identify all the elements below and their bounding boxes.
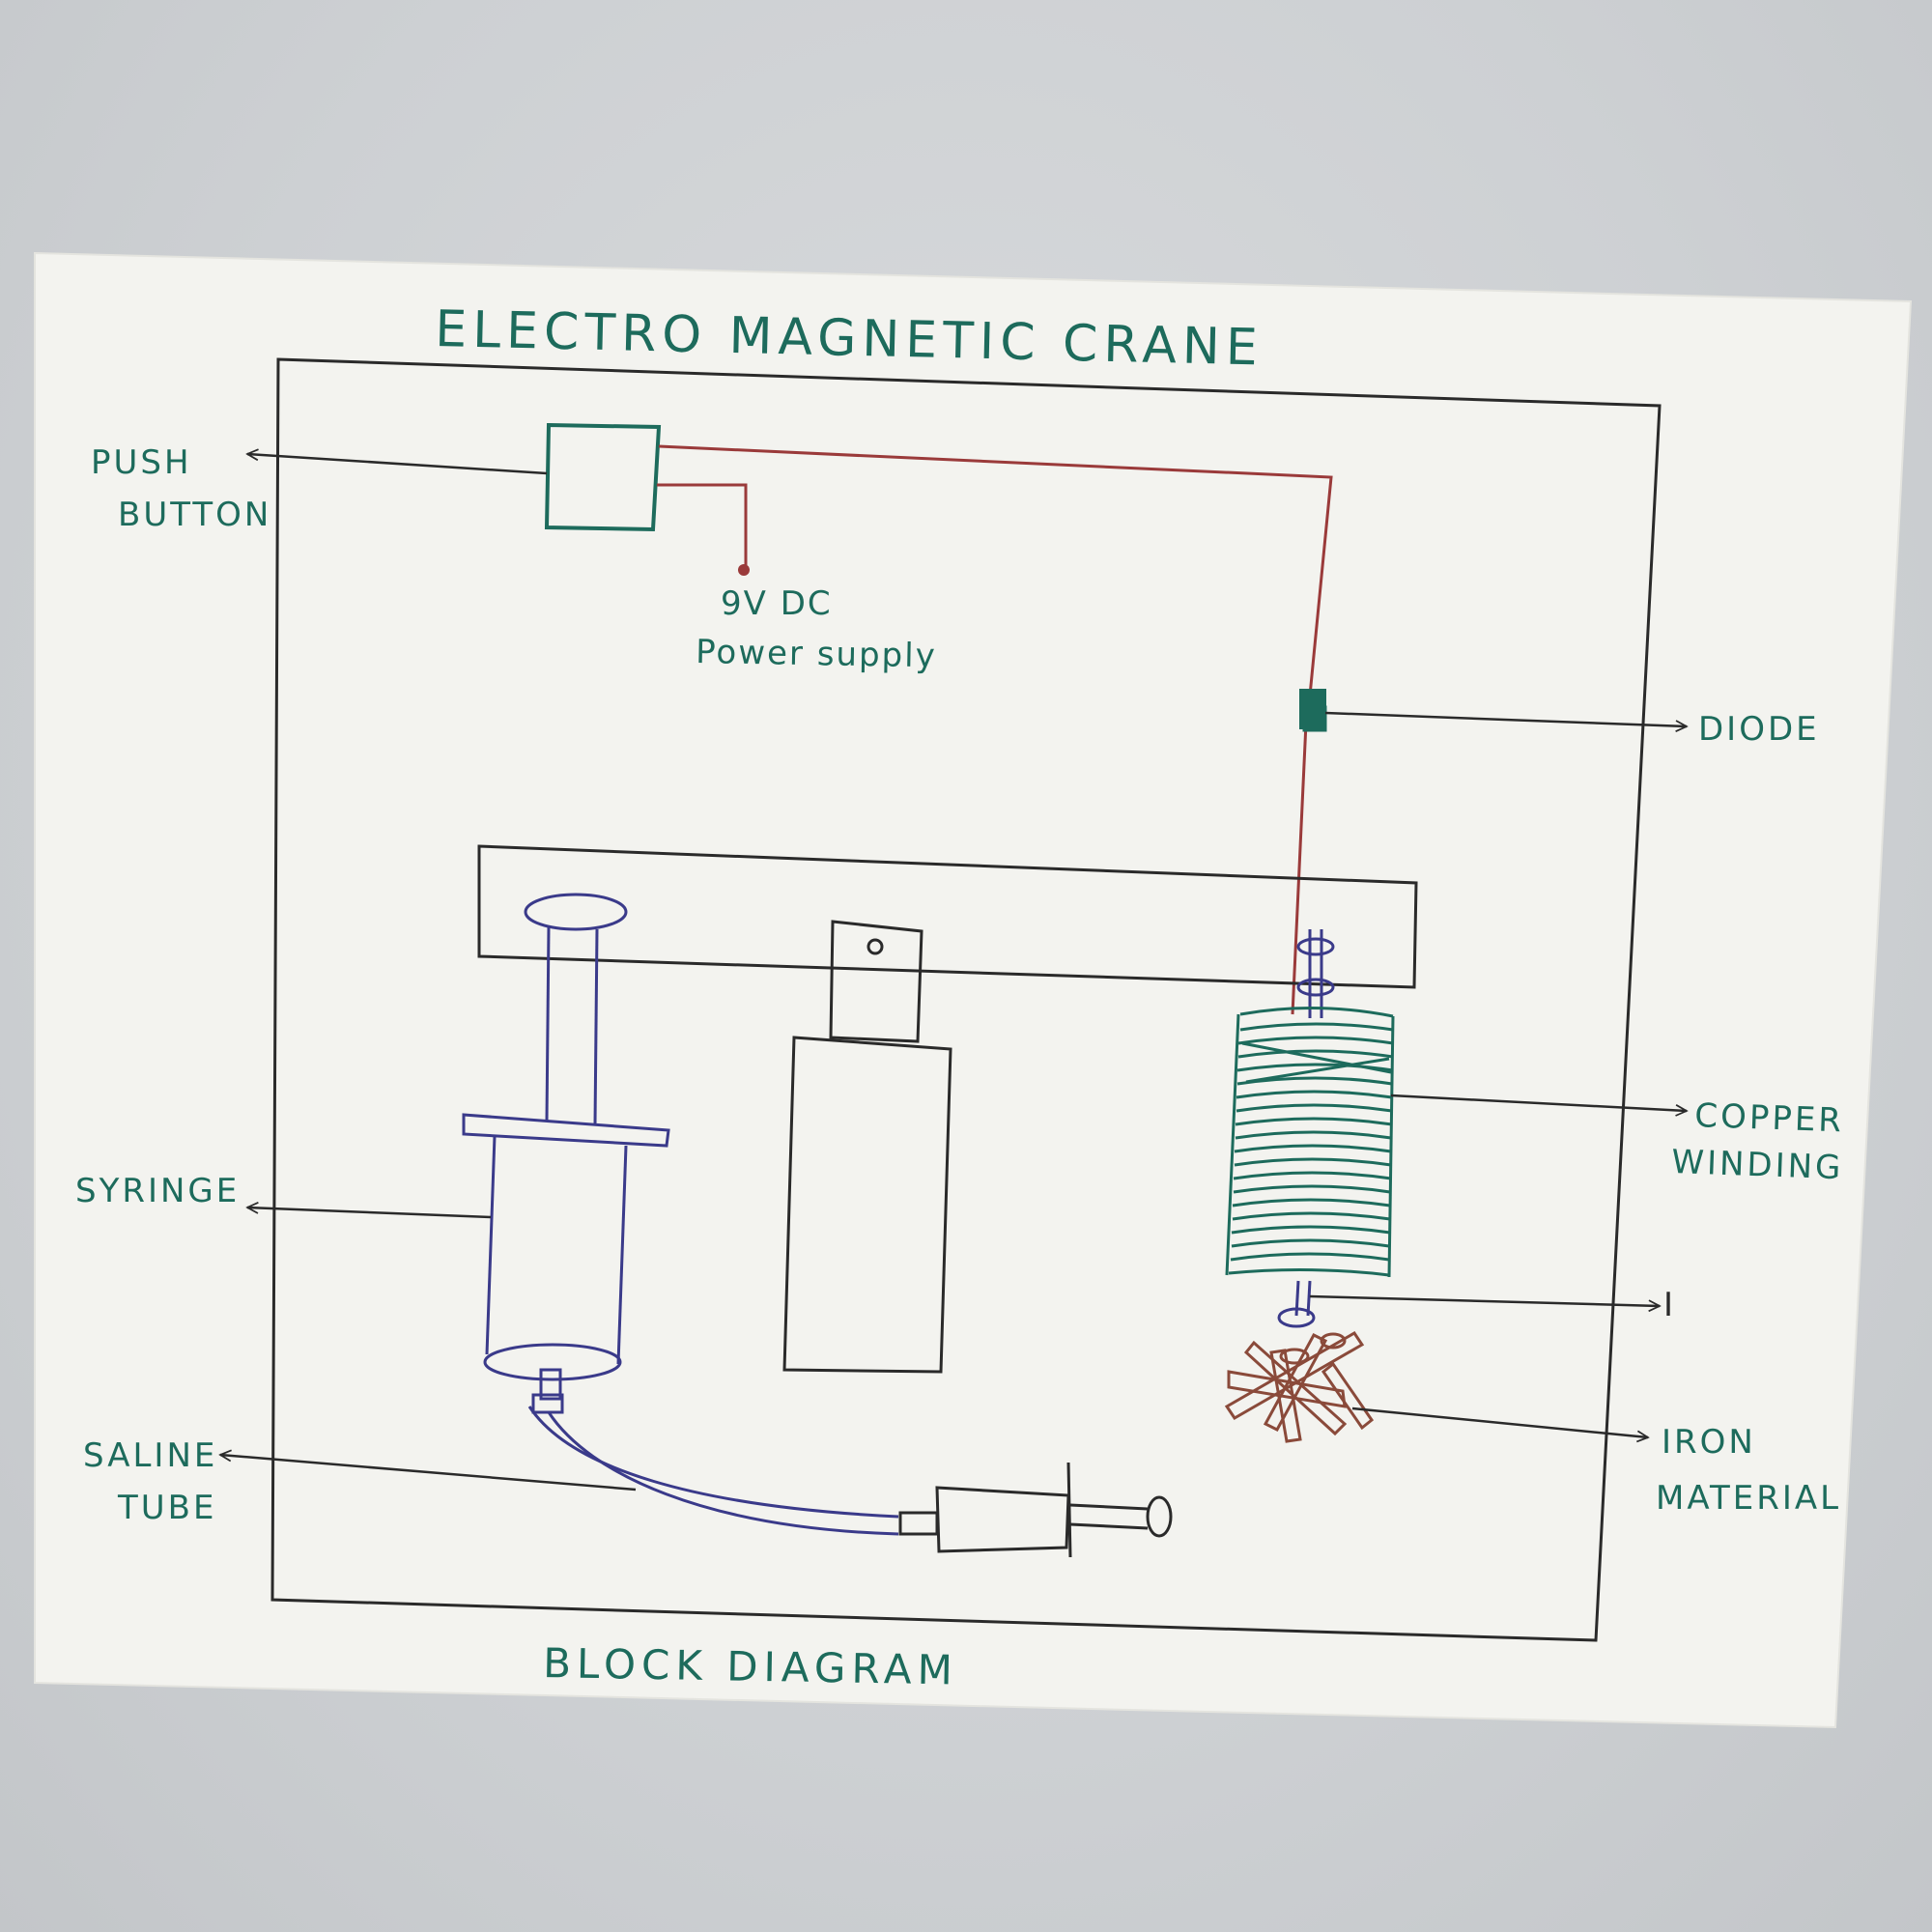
arrow-diode bbox=[1324, 711, 1687, 726]
syringe-component bbox=[462, 893, 670, 1414]
label-diode: DIODE bbox=[1698, 710, 1820, 749]
label-9v-dc: 9V DC bbox=[721, 584, 833, 623]
iron-material bbox=[1224, 1330, 1375, 1443]
crane-beam bbox=[477, 844, 1418, 989]
leader-arrows bbox=[220, 454, 1687, 1492]
arrow-iron-material bbox=[1351, 1406, 1648, 1437]
frame-border bbox=[270, 357, 1662, 1642]
power-terminal-dot bbox=[738, 564, 750, 576]
copper-winding-coil bbox=[1225, 1006, 1395, 1278]
diagram-caption: BLOCK DIAGRAM bbox=[543, 1639, 959, 1693]
arrow-syringe bbox=[247, 1208, 492, 1219]
label-copper: COPPER bbox=[1694, 1096, 1845, 1140]
arrow-push-button bbox=[247, 454, 548, 475]
label-saline: SALINE bbox=[83, 1436, 217, 1475]
diode-component bbox=[1299, 689, 1327, 732]
support-pillar bbox=[782, 920, 952, 1374]
saline-tube bbox=[527, 1406, 899, 1536]
push-button-component bbox=[544, 422, 662, 532]
label-tube: TUBE bbox=[117, 1489, 216, 1527]
label-push: PUSH bbox=[91, 443, 192, 482]
label-syringe: SYRINGE bbox=[75, 1172, 240, 1210]
label-winding: WINDING bbox=[1671, 1143, 1844, 1187]
label-power-supply: Power supply bbox=[696, 633, 937, 675]
label-button: BUTTON bbox=[118, 496, 271, 534]
arrow-copper-winding bbox=[1390, 1094, 1687, 1111]
bolt-core bbox=[1277, 929, 1335, 1328]
arrow-nail bbox=[1309, 1294, 1660, 1306]
red-wiring bbox=[657, 444, 1333, 1015]
arrow-saline-tube bbox=[220, 1455, 637, 1492]
label-iron: IRON bbox=[1662, 1423, 1756, 1462]
small-syringe bbox=[898, 1462, 1173, 1558]
label-nail-mark: I bbox=[1663, 1286, 1676, 1324]
paper-sheet bbox=[34, 251, 1913, 1729]
label-material: MATERIAL bbox=[1656, 1479, 1841, 1518]
